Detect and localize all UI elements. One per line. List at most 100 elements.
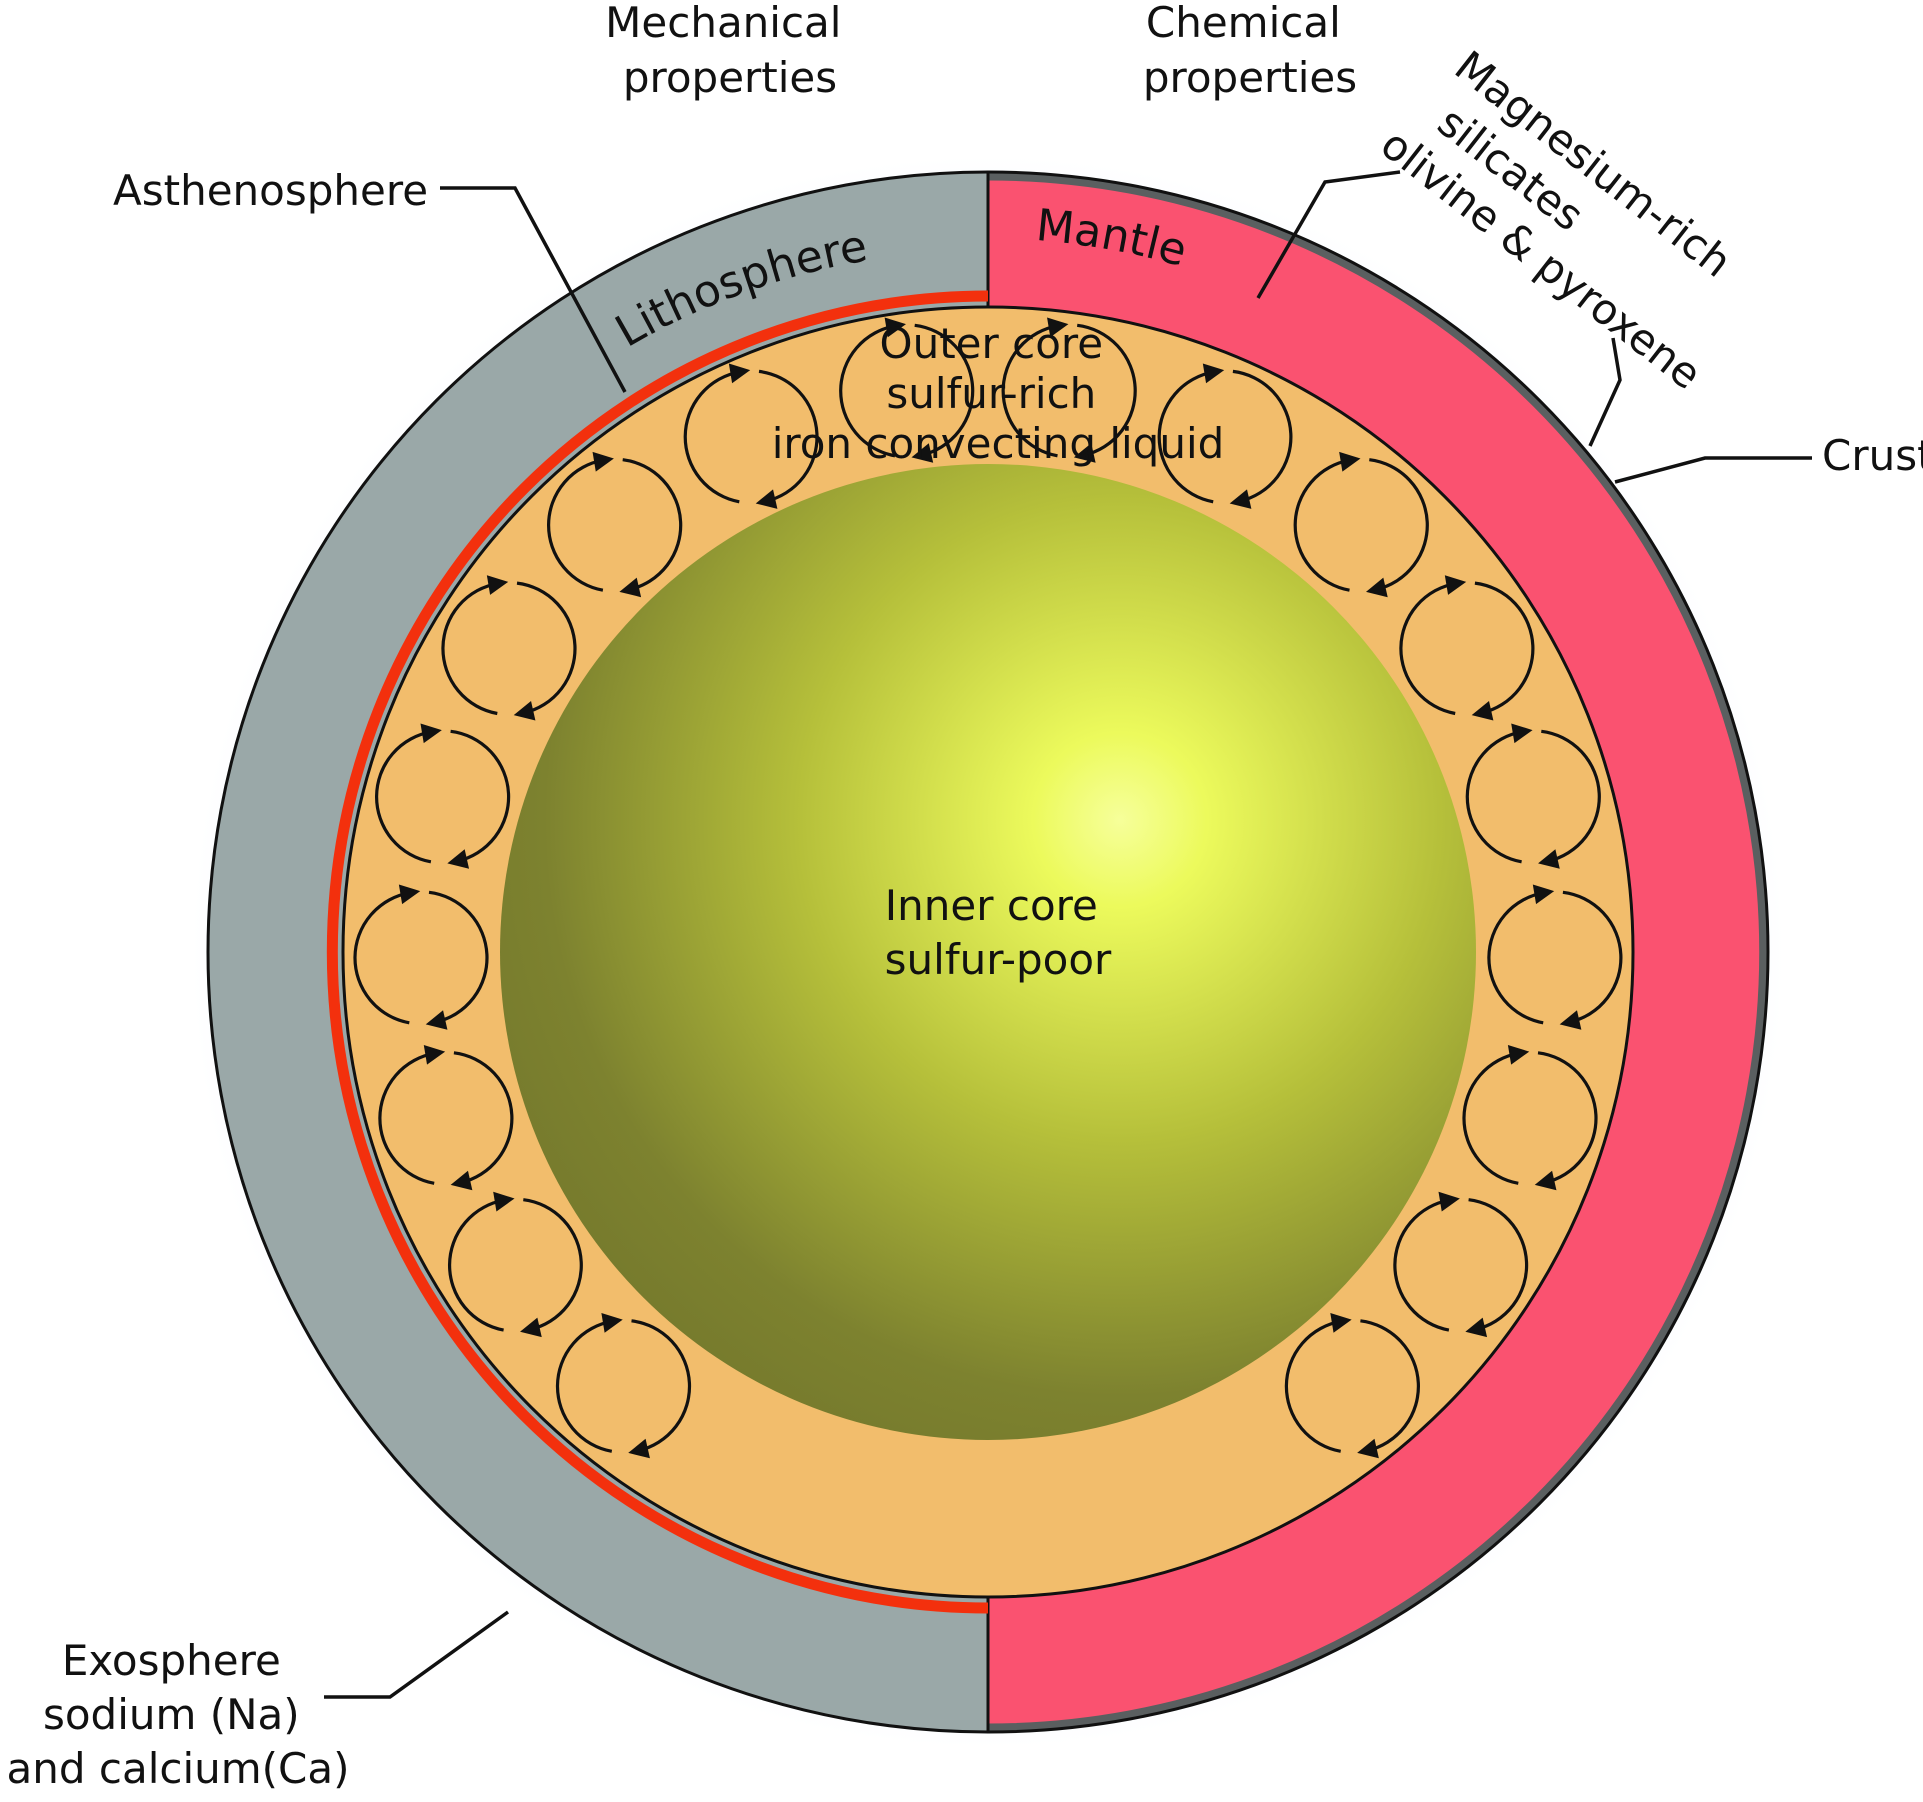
convection-cell — [1465, 723, 1601, 869]
convection-arrowhead — [425, 1010, 448, 1030]
convection-cell — [447, 1191, 583, 1338]
convection-arrowhead — [486, 575, 509, 595]
asthenosphere-leader — [440, 186, 627, 393]
outer-core-label: Outer core sulfur-rich iron convecting l… — [772, 319, 1225, 468]
convection-arc — [378, 1051, 436, 1185]
convection-cell — [555, 1312, 692, 1459]
convection-arrowhead — [420, 723, 442, 744]
convection-cell — [353, 884, 489, 1030]
convection-arrowhead — [1229, 489, 1252, 509]
convection-arc — [1562, 890, 1623, 1024]
convection-arc — [1541, 729, 1601, 863]
convection-arc — [1369, 458, 1429, 592]
convection-arrowhead — [755, 489, 778, 509]
convection-arc — [1232, 369, 1293, 503]
convection-arc — [1001, 324, 1059, 458]
convection-cell — [1001, 317, 1137, 463]
convection-arc — [1537, 1051, 1598, 1185]
convection-arrowhead — [884, 317, 906, 338]
convection-cell — [378, 1044, 514, 1191]
convection-arrowhead — [423, 1044, 446, 1065]
convection-arrowhead — [601, 1312, 623, 1333]
convection-arrowhead — [1534, 1170, 1557, 1191]
convection-arrowhead — [628, 1438, 650, 1459]
convection-arc — [1465, 730, 1523, 864]
convection-cell — [1157, 363, 1293, 509]
crust-composition-leader — [1588, 337, 1622, 447]
convection-arrowhead — [1330, 1312, 1352, 1333]
convection-arc — [516, 581, 577, 715]
convection-arc — [1360, 1319, 1420, 1453]
convection-arrowhead — [1511, 723, 1533, 744]
convection-arrowhead — [398, 884, 421, 905]
convection-arc — [1487, 891, 1545, 1025]
convection-arc — [1462, 1051, 1520, 1185]
convection-arc — [758, 369, 819, 503]
convection-arc — [631, 1319, 692, 1453]
convection-arc — [447, 1198, 505, 1332]
convection-cell — [441, 575, 577, 721]
exosphere-label: Exosphere sodium (Na) and calcium(Ca) — [7, 1636, 350, 1793]
convection-arrowhead — [1471, 701, 1494, 721]
convection-arc — [1399, 581, 1457, 716]
convection-cell — [1487, 884, 1623, 1030]
inner-core-label: Inner core sulfur-poor — [885, 881, 1112, 984]
convection-arrowhead — [1507, 1044, 1530, 1065]
convection-arc — [839, 324, 897, 458]
convection-arrowhead — [493, 1191, 515, 1212]
crust-rim — [987, 171, 1769, 1733]
convection-cells — [353, 317, 1623, 1459]
convection-arrowhead — [619, 577, 642, 598]
convection-cell — [374, 723, 511, 869]
convection-arc — [523, 1198, 583, 1332]
convection-arc — [546, 458, 605, 592]
mechanical-heading: Mechanical properties — [605, 0, 855, 102]
inner-core — [500, 464, 1476, 1440]
convection-arc — [683, 370, 741, 504]
convection-arc — [1077, 323, 1137, 457]
convection-arrowhead — [1559, 1010, 1582, 1030]
convection-arc — [441, 581, 499, 716]
convection-arc — [914, 323, 975, 457]
convection-cell — [1293, 451, 1429, 598]
convection-arrowhead — [1073, 443, 1096, 463]
convection-arrowhead — [1438, 1191, 1460, 1212]
convection-arrowhead — [447, 849, 470, 869]
asthenosphere-label: Asthenosphere — [113, 166, 428, 215]
convection-arc — [622, 458, 683, 592]
convection-cell — [1399, 575, 1535, 721]
chemical-heading: Chemical properties — [1143, 0, 1357, 102]
convection-arrowhead — [1538, 849, 1560, 869]
convection-arrowhead — [592, 451, 614, 472]
convection-arc — [555, 1319, 614, 1453]
convection-cell — [546, 451, 683, 598]
convection-arrowhead — [1047, 317, 1069, 338]
convection-arrowhead — [1444, 575, 1467, 595]
asthenosphere-ring — [326, 290, 989, 1614]
convection-arc — [450, 729, 511, 863]
convection-arrowhead — [450, 1170, 473, 1191]
convection-arc — [1393, 1198, 1451, 1332]
convection-arc — [374, 730, 433, 864]
convection-arc — [1468, 1198, 1529, 1332]
convection-arc — [428, 890, 489, 1024]
convection-arc — [1284, 1319, 1343, 1453]
convection-arc — [353, 891, 411, 1025]
convection-arrowhead — [1532, 884, 1555, 905]
convection-cell — [839, 317, 975, 463]
convection-arrowhead — [1357, 1438, 1379, 1459]
convection-arrowhead — [1465, 1317, 1488, 1338]
convection-arrowhead — [1339, 451, 1361, 472]
convection-arrowhead — [1202, 363, 1225, 384]
exosphere-leader — [324, 1610, 510, 1699]
convection-cell — [1393, 1191, 1529, 1338]
convection-arc — [1474, 581, 1535, 715]
convection-arrowhead — [513, 701, 536, 721]
convection-arc — [1157, 370, 1215, 504]
convection-arrowhead — [728, 363, 751, 384]
convection-arrowhead — [1365, 577, 1388, 598]
convection-arrowhead — [911, 443, 934, 463]
convection-arc — [1293, 458, 1351, 592]
